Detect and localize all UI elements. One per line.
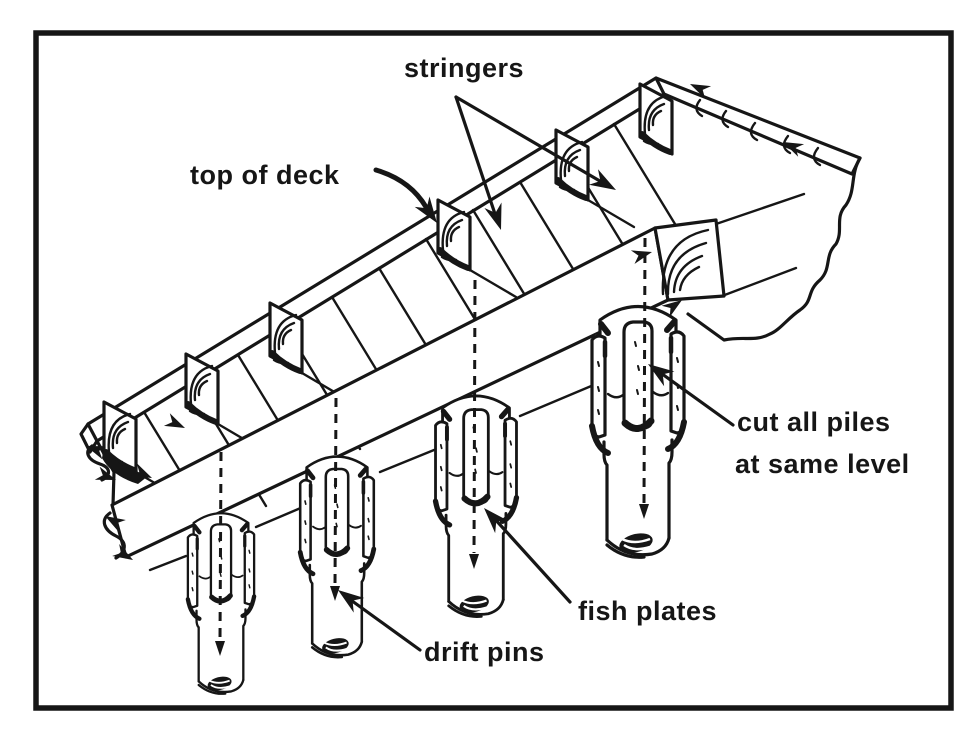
stringers-leader-1 xyxy=(454,95,499,222)
stringers-leader-2 xyxy=(454,95,607,186)
deck-side-fold-line-2 xyxy=(720,266,798,298)
stringer-end xyxy=(268,301,350,402)
cap-break-mark xyxy=(101,509,137,567)
label-fish-plates: fish plates xyxy=(578,596,717,626)
deck-break-mark xyxy=(83,439,119,487)
figure-border xyxy=(33,30,954,711)
cap-end-grain xyxy=(653,218,726,302)
stringer-end xyxy=(638,82,674,156)
stringer-end xyxy=(184,352,266,453)
label-drift-pins: drift pins xyxy=(424,637,545,667)
fish-plates-leader xyxy=(491,515,572,604)
label-top-of-deck: top of deck xyxy=(190,160,340,190)
top-of-deck-leader xyxy=(373,167,429,210)
drift-pin-centerlines xyxy=(215,237,649,656)
label-stringers: stringers xyxy=(404,53,524,83)
detail-arrow xyxy=(163,413,188,435)
torn-edge xyxy=(686,156,862,342)
cut-piles-leader xyxy=(656,369,735,427)
deck-side-fold-line-1 xyxy=(714,192,806,226)
label-cut-piles-1: cut all piles xyxy=(737,407,891,437)
pile-3 xyxy=(436,396,517,617)
labels: stringers top of deck cut all piles at s… xyxy=(190,53,910,667)
leader-lines xyxy=(332,95,735,652)
pile-4 xyxy=(592,307,684,558)
label-cut-piles-2: at same level xyxy=(735,449,910,479)
deck-end-grain-band xyxy=(654,76,862,176)
stringer-end xyxy=(436,198,518,299)
deck-underside-segments xyxy=(148,382,598,572)
drift-pins-leader xyxy=(346,596,422,652)
stringers-group xyxy=(102,82,674,501)
